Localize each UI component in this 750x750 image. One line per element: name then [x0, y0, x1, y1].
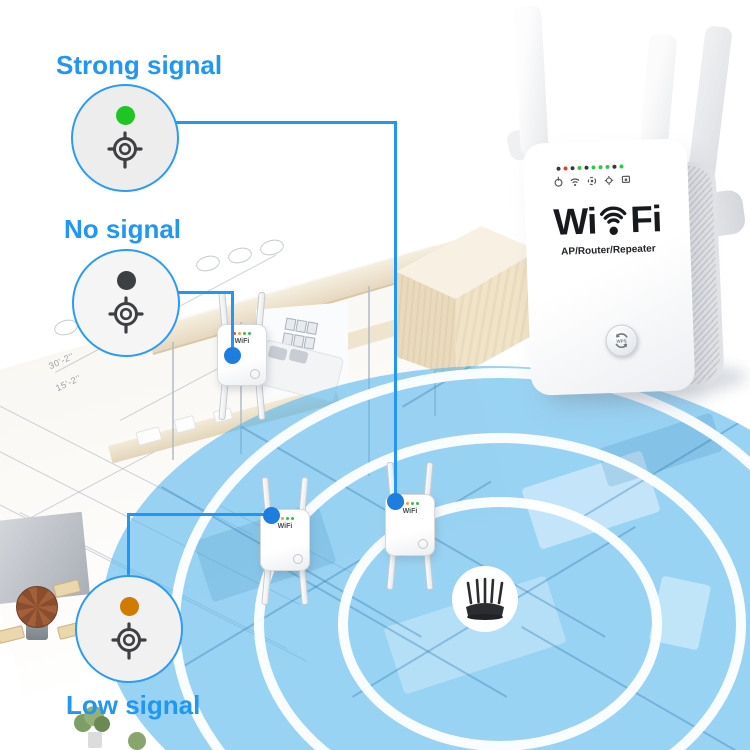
repeater-logo: WiFi — [277, 523, 293, 530]
wps-arrows-icon — [615, 333, 628, 349]
led-dot — [233, 332, 236, 335]
led-dot — [612, 164, 617, 169]
target-icon — [111, 622, 147, 660]
signal-label-no: No signal — [64, 214, 182, 244]
antenna-hinge-rear — [689, 188, 747, 240]
router-disc — [452, 566, 518, 632]
connector-no-line-v — [231, 291, 234, 359]
led-dot — [619, 164, 624, 169]
signal-indicator-circle-strong — [71, 84, 179, 192]
led-dot — [591, 165, 596, 170]
logo-fi: Fi — [629, 198, 662, 241]
led-dot — [248, 332, 251, 335]
plan-oval — [194, 253, 222, 274]
device-body: Wi Fi AP/Router/Repeater — [522, 138, 696, 396]
repeater-logo: WiFi — [234, 338, 250, 345]
wps-icon — [587, 176, 597, 186]
plan-oval — [258, 237, 286, 258]
signal-dot-no — [116, 271, 136, 290]
signal-indicator-circle-no — [72, 249, 180, 357]
led-dot — [286, 517, 289, 520]
link-node-dot-strong — [387, 493, 404, 510]
led-dot — [570, 166, 575, 171]
device-side-panel — [659, 160, 725, 390]
shelf-post — [172, 342, 174, 460]
wifi-router-icon — [466, 577, 504, 620]
link-node-dot-low — [263, 507, 280, 524]
led-dot — [281, 517, 284, 520]
repeater-logo: WiFi — [402, 508, 418, 515]
wps-mark — [418, 539, 428, 549]
led-dot — [243, 332, 246, 335]
led-dot — [577, 165, 582, 171]
device-antenna-rear — [684, 25, 733, 207]
pillow — [288, 348, 309, 365]
led-dot — [411, 502, 414, 505]
connector-low-line-v — [127, 513, 130, 581]
signal-dot-low — [119, 597, 139, 616]
pillow — [267, 345, 288, 362]
wifi-icon — [570, 178, 580, 187]
link-node-dot-no — [224, 347, 241, 364]
antenna-hinge-left — [504, 123, 552, 163]
led-dot — [238, 332, 241, 335]
plan-oval — [226, 245, 254, 266]
patio-umbrella — [16, 586, 58, 628]
device-antenna-right — [634, 33, 678, 207]
wps-mark — [293, 554, 303, 564]
lan-icon — [621, 175, 631, 184]
led-dot — [563, 166, 568, 171]
logo-wi: Wi — [552, 200, 598, 243]
device-status-icons — [554, 173, 631, 188]
connector-no-line-h — [173, 291, 234, 294]
signal-dot-strong — [115, 106, 135, 125]
wood-wall-block — [396, 226, 538, 378]
device-led-row — [556, 164, 624, 171]
wps-mark — [250, 369, 260, 379]
led-dot — [598, 165, 603, 170]
led-dot — [584, 165, 589, 170]
gear-icon — [604, 175, 614, 185]
led-dot — [416, 502, 419, 505]
led-dot — [406, 502, 409, 505]
wps-button: WPS — [605, 324, 639, 358]
led-dot — [605, 164, 610, 170]
device-logo: Wi Fi — [525, 198, 690, 243]
target-icon — [108, 296, 144, 334]
led-dot — [291, 517, 294, 520]
signal-indicator-circle-low — [75, 575, 183, 683]
connector-strong-line-h — [170, 121, 397, 124]
device-antenna-left — [513, 5, 549, 157]
device-subtitle: AP/Router/Repeater — [561, 243, 656, 258]
target-icon — [107, 131, 143, 169]
antenna-hinge-right — [634, 190, 688, 240]
signal-label-strong: Strong signal — [56, 50, 223, 80]
wps-button-label: WPS — [616, 337, 627, 344]
signal-label-low: Low signal — [66, 690, 201, 720]
plant-pot — [88, 732, 102, 748]
wifi-arcs-icon — [599, 206, 627, 236]
led-dot — [556, 166, 561, 171]
connector-strong-line-v — [394, 121, 397, 505]
repeater-led-row — [218, 332, 266, 335]
power-icon — [554, 176, 563, 187]
connector-low-line-h — [127, 513, 273, 516]
